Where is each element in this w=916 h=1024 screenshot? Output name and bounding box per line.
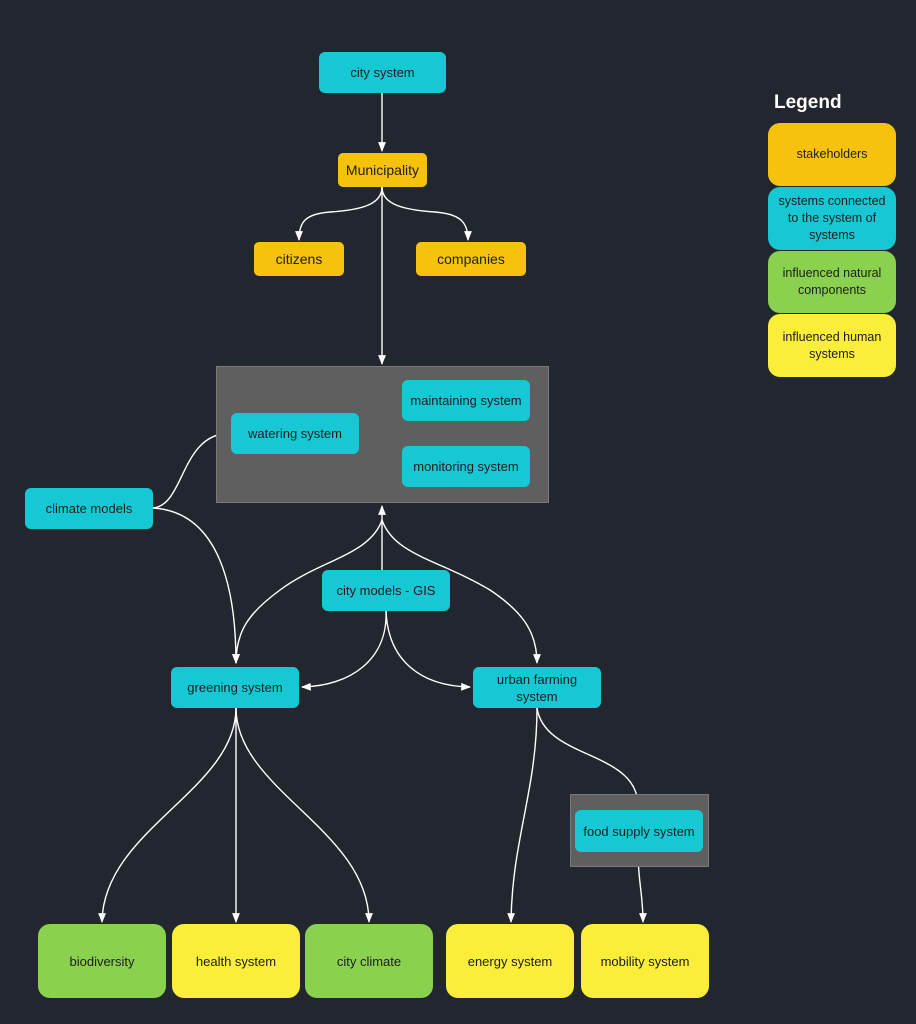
edge-climate-models-to-greening (152, 507, 240, 664)
edge-urban-farming-to-food-supply (536, 707, 642, 807)
edge-greening-to-biodiversity (98, 707, 237, 923)
legend-natural-components: influenced natural components (768, 251, 896, 313)
energy-system-node[interactable]: energy system (446, 924, 574, 998)
greening-system-node[interactable]: greening system (171, 667, 299, 708)
edge-gis-to-greening (301, 610, 387, 691)
legend-human-systems: influenced human systems (768, 314, 896, 377)
biodiversity-node[interactable]: biodiversity (38, 924, 166, 998)
watering-system-node[interactable]: watering system (231, 413, 359, 454)
municipality-node[interactable]: Municipality (338, 153, 427, 187)
climate-models-node[interactable]: climate models (25, 488, 153, 529)
edge-municipality-to-companies (381, 186, 472, 241)
edge-branch-to-urban-farming (381, 519, 541, 664)
edge-climate-models-to-watering (152, 429, 230, 509)
monitoring-system-node[interactable]: monitoring system (402, 446, 530, 487)
health-system-node[interactable]: health system (172, 924, 300, 998)
food-supply-system-node[interactable]: food supply system (575, 810, 703, 852)
edge-greening-to-city-climate (235, 707, 373, 923)
legend-stakeholders: stakeholders (768, 123, 896, 186)
edge-municipality-to-citizens (295, 186, 383, 241)
city-climate-node[interactable]: city climate (305, 924, 433, 998)
mobility-system-node[interactable]: mobility system (581, 924, 709, 998)
maintaining-system-node[interactable]: maintaining system (402, 380, 530, 421)
companies-node[interactable]: companies (416, 242, 526, 276)
edge-gis-to-urban-farming (385, 610, 471, 691)
city-models-gis-node[interactable]: city models - GIS (322, 570, 450, 611)
legend-title: Legend (774, 92, 842, 113)
edge-branch-to-greening (232, 519, 383, 664)
city-system-node[interactable]: city system (319, 52, 446, 93)
edge-urban-farming-to-energy-system (507, 707, 538, 923)
citizens-node[interactable]: citizens (254, 242, 344, 276)
urban-farming-system-node[interactable]: urban farming system (473, 667, 601, 708)
legend-connected-systems: systems connected to the system of syste… (768, 187, 896, 250)
